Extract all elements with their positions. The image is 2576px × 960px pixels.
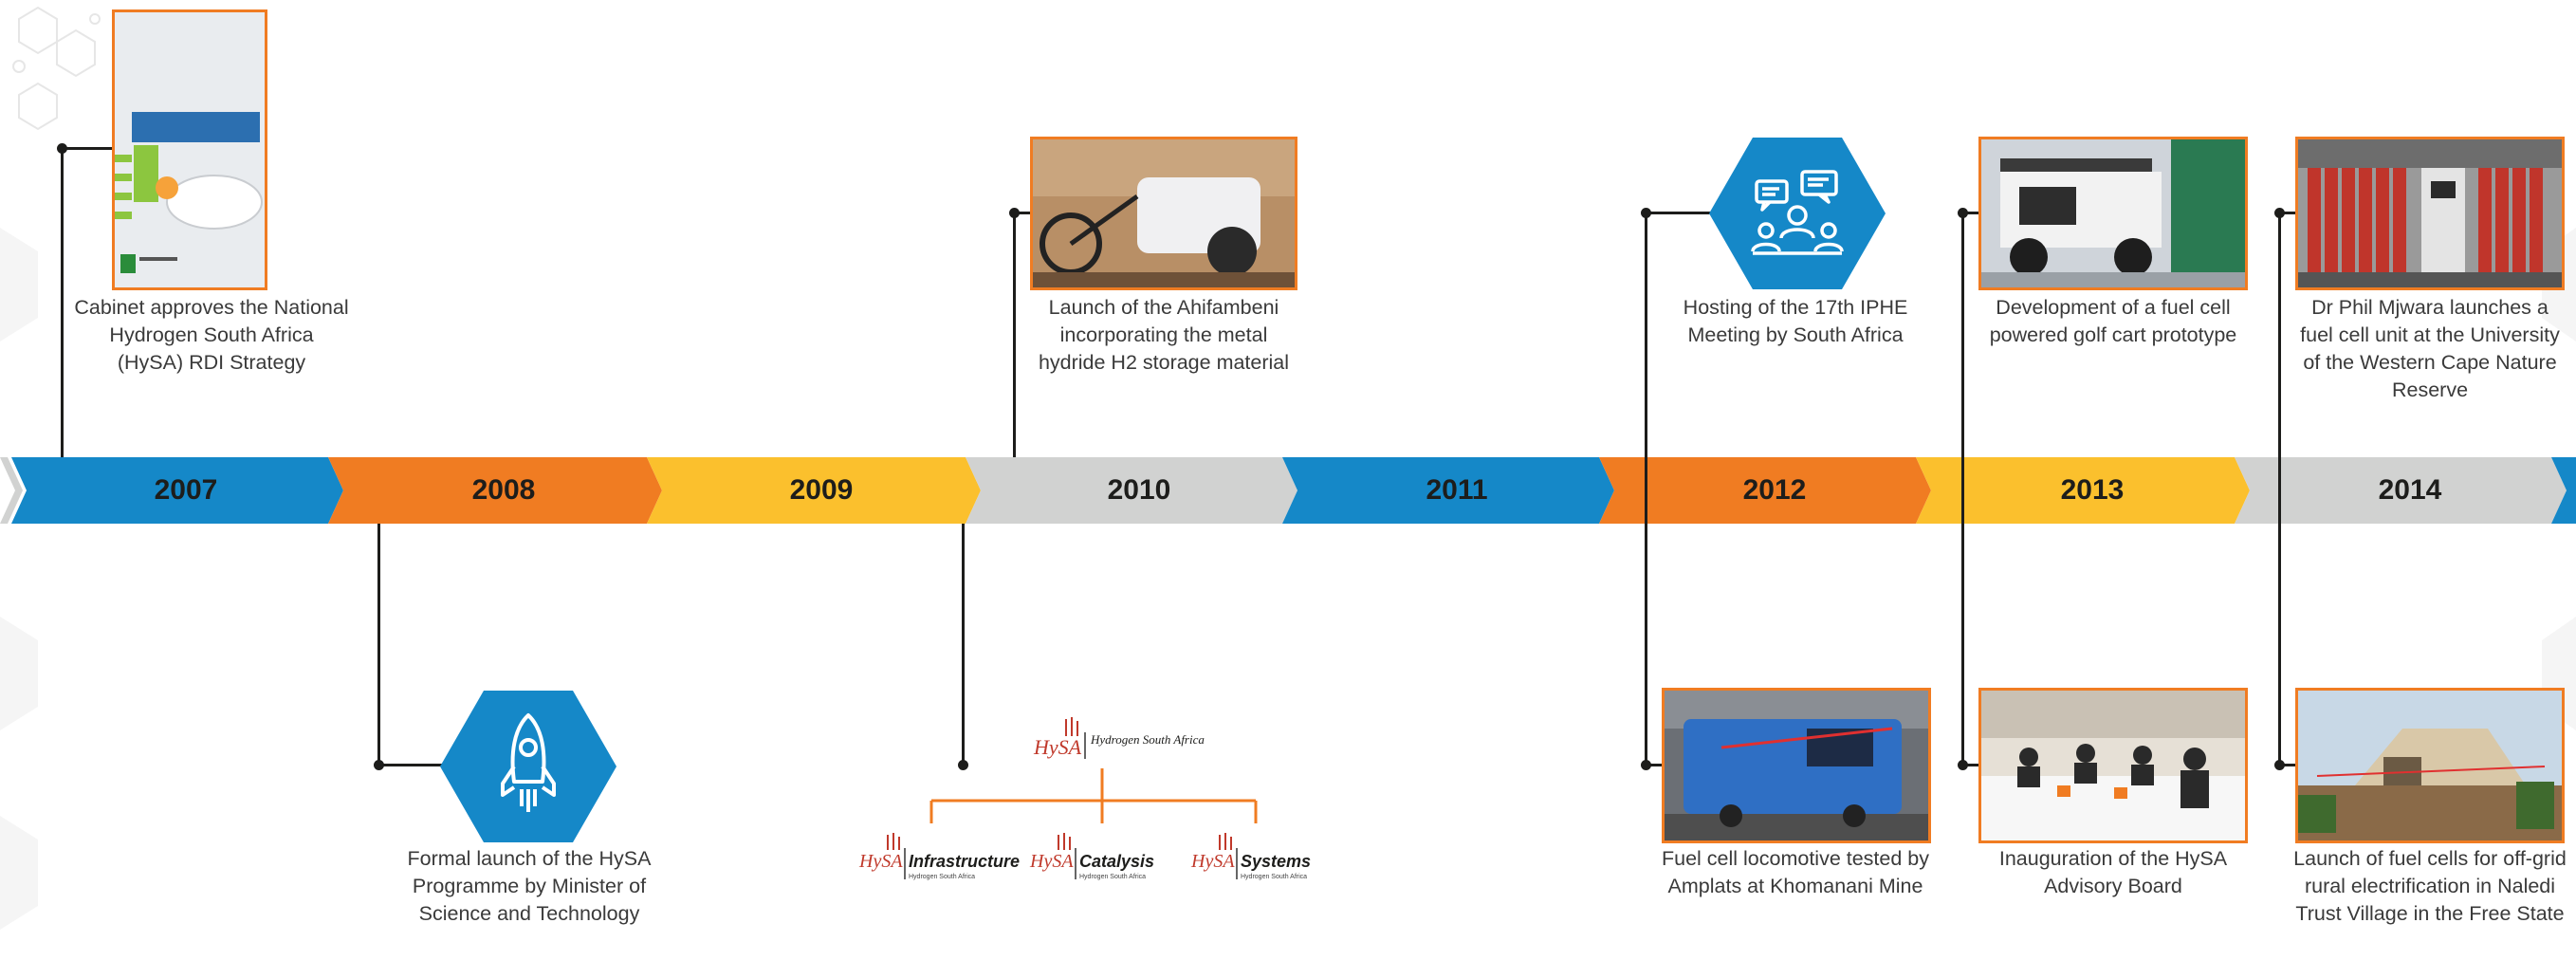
locomotive-photo — [1662, 688, 1931, 843]
connector-2007-dot — [57, 143, 67, 154]
connector-2013-vertical — [1961, 212, 1964, 765]
year-label-2013: 2013 — [2060, 474, 2125, 506]
year-label-2014: 2014 — [2378, 474, 2442, 506]
timeline-segment-2009 — [647, 457, 981, 524]
meeting-icon — [1709, 138, 1886, 289]
hysa-catalysis-brand: HySA — [1029, 851, 1074, 872]
connector-2008-dot — [374, 760, 384, 770]
timeline-chevron-start — [0, 457, 23, 524]
hysa-infrastructure-logo: HySA Infrastructure Hydrogen South Afric… — [858, 833, 1020, 880]
year-label-2007: 2007 — [154, 474, 218, 506]
timeline-segment-2010 — [966, 457, 1297, 524]
advisory-board-photo — [1978, 688, 2248, 843]
connector-2012-vertical — [1645, 212, 1647, 765]
hysa-infrastructure-brand: HySA — [858, 851, 903, 872]
rocket-icon — [440, 691, 616, 842]
hysa-logo-hierarchy: HySA Hydrogen South Africa HySA Infrastr… — [858, 717, 1311, 880]
hysa-systems-brand: HySA — [1190, 851, 1235, 872]
hysa-infrastructure-name: Infrastructure — [909, 852, 1020, 871]
ahifambeni-vehicle-photo — [1030, 137, 1297, 290]
connector-2012-top-dot — [1641, 208, 1651, 218]
year-label-2008: 2008 — [471, 474, 536, 506]
background-hexagon-left-3 — [0, 816, 38, 930]
caption-2012-bottom: Fuel cell locomotive tested by Amplats a… — [1661, 847, 1930, 897]
strategy-document-cover-image — [112, 9, 267, 290]
hysa-infrastructure-sub: Hydrogen South Africa — [909, 874, 975, 880]
hysa-catalysis-sub: Hydrogen South Africa — [1079, 874, 1146, 880]
timeline-segment-2013 — [1916, 457, 2250, 524]
hysa-main-brand: HySA — [1033, 735, 1082, 759]
year-label-2011: 2011 — [1426, 474, 1488, 506]
connector-2014-vertical — [2278, 212, 2281, 765]
hysa-catalysis-name: Catalysis — [1079, 852, 1154, 871]
connector-2007-horizontal — [61, 147, 114, 150]
connector-2010-horizontal — [1013, 212, 1032, 214]
caption-2014-bottom: Launch of fuel cells for off-grid rural … — [2293, 847, 2567, 925]
timeline-segment-2014 — [2235, 457, 2567, 524]
connector-2012-bottom-horizontal — [1645, 764, 1664, 766]
timeline-band — [0, 457, 2576, 524]
connector-2008-horizontal — [377, 764, 444, 766]
caption-2007: Cabinet approves the National Hydrogen S… — [74, 296, 349, 374]
year-label-2009: 2009 — [789, 474, 854, 506]
caption-2014-top: Dr Phil Mjwara launches a fuel cell unit… — [2300, 296, 2560, 401]
background-hexagon-pattern — [12, 6, 101, 131]
connector-2014-bottom-horizontal — [2278, 764, 2297, 766]
connector-2014-top-dot — [2274, 208, 2285, 218]
caption-2010: Launch of the Ahifambeni incorporating t… — [1038, 296, 1290, 374]
connector-2010-vertical — [1013, 212, 1016, 457]
connector-2013-top-dot — [1958, 208, 1968, 218]
background-hexagon-left-2 — [0, 617, 38, 730]
caption-2008: Formal launch of the HySA Programme by M… — [407, 847, 652, 925]
fuel-cell-unit-photo — [2295, 137, 2565, 290]
connector-2013-bottom-dot — [1958, 760, 1968, 770]
connector-2010-dot — [1009, 208, 1020, 218]
timeline-segment-next — [2551, 457, 2576, 524]
background-hexagon-left-1 — [0, 228, 38, 342]
hysa-systems-logo: HySA Systems Hydrogen South Africa — [1190, 833, 1311, 880]
connector-2008-vertical — [377, 524, 380, 765]
connector-2012-top-horizontal — [1645, 212, 1715, 214]
caption-2012-top: Hosting of the 17th IPHE Meeting by Sout… — [1683, 296, 1908, 346]
hysa-systems-name: Systems — [1241, 852, 1311, 871]
connector-2014-bottom-dot — [2274, 760, 2285, 770]
timeline-segment-2008 — [328, 457, 662, 524]
timeline-segment-2012 — [1599, 457, 1931, 524]
hysa-main-sub: Hydrogen South Africa — [1090, 732, 1205, 747]
timeline-segment-2011 — [1282, 457, 1614, 524]
caption-2013-top: Development of a fuel cell powered golf … — [1989, 296, 2237, 346]
year-label-2010: 2010 — [1107, 474, 1171, 506]
hysa-main-logo: HySA Hydrogen South Africa — [1033, 717, 1205, 759]
caption-2013-bottom: Inauguration of the HySA Advisory Board — [1998, 847, 2228, 897]
hysa-catalysis-logo: HySA Catalysis Hydrogen South Africa — [1029, 833, 1154, 880]
connector-2012-bottom-dot — [1641, 760, 1651, 770]
golf-cart-photo — [1978, 137, 2248, 290]
year-label-2012: 2012 — [1742, 474, 1807, 506]
connector-2014-top-horizontal — [2278, 212, 2297, 214]
connector-2013-top-horizontal — [1961, 212, 1980, 214]
connector-2007-vertical — [61, 148, 64, 457]
connector-2009-dot — [958, 760, 968, 770]
connector-2009-vertical — [962, 524, 965, 765]
hysa-systems-sub: Hydrogen South Africa — [1241, 874, 1307, 880]
rural-electrification-photo — [2295, 688, 2565, 843]
connector-2013-bottom-horizontal — [1961, 764, 1980, 766]
timeline-segment-2007 — [11, 457, 343, 524]
